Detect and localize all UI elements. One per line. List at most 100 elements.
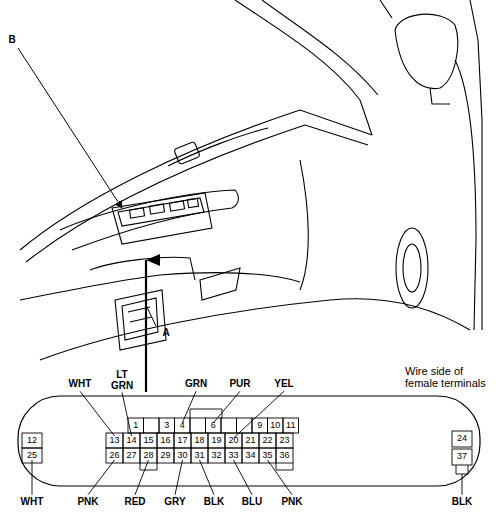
terminal-cell — [208, 448, 225, 463]
terminal-cell — [175, 418, 191, 433]
pin-number: 28 — [143, 451, 153, 460]
terminal-cell — [144, 418, 160, 433]
wire-leader — [234, 460, 253, 495]
pin-number: 3 — [164, 421, 169, 430]
wire-color: BLU — [242, 497, 263, 508]
terminal-cell — [123, 448, 140, 463]
wire-color: RED — [124, 497, 145, 508]
pin-number: 9 — [257, 421, 262, 430]
terminal-cell — [191, 433, 208, 448]
wire-leader — [182, 391, 196, 423]
pin-number: 23 — [279, 436, 289, 445]
terminal-cell — [159, 418, 175, 433]
terminal-grid — [22, 409, 472, 474]
pin-number: 1 — [133, 421, 138, 430]
pin-number: 18 — [194, 436, 204, 445]
pin-number: 31 — [194, 451, 204, 460]
terminal-cell — [268, 418, 284, 433]
wire-leader — [213, 391, 240, 423]
pin-number: 14 — [126, 436, 136, 445]
wire-leader — [135, 460, 149, 495]
pin-number: 27 — [126, 451, 136, 460]
terminal-cell — [283, 418, 299, 433]
terminal-cell — [252, 418, 268, 433]
wire-leader — [175, 460, 183, 495]
wire-color: BLK — [452, 497, 473, 508]
pin-number: 16 — [160, 436, 170, 445]
terminal-cell — [106, 433, 123, 448]
terminal-cell — [174, 433, 191, 448]
terminal-cell — [106, 448, 123, 463]
pin-number: 26 — [109, 451, 119, 460]
wire-leader — [234, 391, 285, 438]
wire-leader — [88, 460, 115, 495]
pin-number: 24 — [457, 434, 467, 443]
wire-leader — [122, 393, 132, 437]
terminal-cell — [140, 433, 157, 448]
terminal-cell — [225, 433, 242, 448]
pin-number: 19 — [211, 436, 221, 445]
terminal-cell — [452, 449, 472, 465]
terminal-cell — [259, 433, 276, 448]
wire-leader — [32, 460, 33, 495]
wire-color: GRY — [164, 497, 185, 508]
note: Wire side of female terminals — [405, 366, 487, 389]
leader-line — [18, 48, 156, 392]
terminal-cell — [208, 433, 225, 448]
terminal-cell — [190, 418, 206, 433]
wire-color: WHT — [21, 497, 44, 508]
terminal-cell — [276, 448, 293, 463]
wire-leader — [32, 391, 462, 495]
pin-number: 13 — [109, 436, 119, 445]
connector-outline — [18, 396, 480, 486]
wire-leader — [462, 474, 463, 495]
terminal-cell — [206, 418, 222, 433]
wire-color: LT GRN — [109, 370, 135, 391]
pin-number: 6 — [211, 421, 216, 430]
wire-color: BLK — [204, 497, 225, 508]
pin-number: 17 — [177, 436, 187, 445]
terminal-cell — [22, 433, 42, 448]
lock-tab — [276, 463, 293, 470]
terminal-cell — [123, 433, 140, 448]
pin-number: 32 — [211, 451, 221, 460]
pin-number: 29 — [160, 451, 170, 460]
callout-letter: B — [8, 35, 15, 46]
terminal-cell — [237, 418, 253, 433]
wire-color: PUR — [229, 379, 250, 390]
door-panel — [20, 0, 482, 360]
pin-number: 11 — [286, 421, 295, 430]
pin-number: 4 — [180, 421, 185, 430]
pin-number: 22 — [262, 436, 272, 445]
terminal-cell — [276, 433, 293, 448]
pin-number: 10 — [270, 421, 280, 430]
wire-color: YEL — [274, 379, 293, 390]
wire-color: PNK — [77, 497, 98, 508]
wire-leader — [268, 460, 293, 495]
lock-tab — [456, 465, 468, 474]
pin-number: 12 — [27, 436, 37, 445]
pin-number: 21 — [245, 436, 255, 445]
wire-color: PNK — [281, 497, 302, 508]
terminal-cell — [452, 431, 472, 447]
pin-number: 25 — [27, 451, 37, 460]
lock-tab — [190, 409, 222, 418]
terminal-cell — [242, 448, 259, 463]
wire-leader — [80, 391, 115, 436]
wire-color: WHT — [69, 379, 92, 390]
pin-number: 37 — [457, 452, 467, 461]
wire-color: GRN — [185, 379, 207, 390]
terminal-cell — [242, 433, 259, 448]
lock-tab — [140, 463, 157, 470]
callout-letter: A — [162, 328, 169, 339]
pin-number: 20 — [228, 436, 238, 445]
terminal-cell — [157, 433, 174, 448]
pin-number: 30 — [177, 451, 187, 460]
terminal-cell — [221, 418, 237, 433]
pin-number: 36 — [279, 451, 289, 460]
wire-leader — [200, 460, 215, 495]
terminal-cell — [157, 448, 174, 463]
pin-number: 15 — [143, 436, 153, 445]
pin-number: 34 — [245, 451, 255, 460]
